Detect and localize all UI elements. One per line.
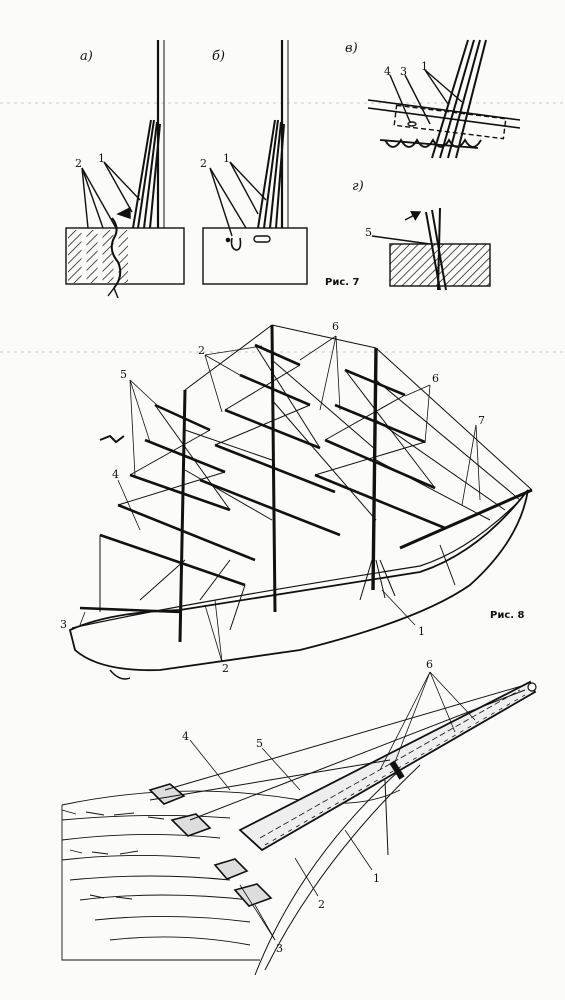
figure-8-callout-6-right: 6 xyxy=(432,372,439,385)
figure-7b-callout-1: 1 xyxy=(223,152,230,165)
figure-9-bitts xyxy=(148,783,273,907)
figure-7-caption: Рис. 7 xyxy=(325,277,360,288)
figure-9-callout-3: 3 xyxy=(276,942,283,955)
figure-9-callout-5: 5 xyxy=(256,737,263,750)
figure-7v-rail-detail xyxy=(367,39,521,159)
figure-7v-callout-4: 4 xyxy=(384,65,391,78)
figure-7b-label: б) xyxy=(212,49,225,64)
figure-8-callout-1: 1 xyxy=(418,625,425,638)
figure-7b-mast-block xyxy=(202,40,308,285)
figure-9-callout-6: 6 xyxy=(426,658,433,671)
figure-7: а) 2 1 б) 2 1 xyxy=(65,39,521,299)
figure-9-deck-planking xyxy=(61,789,401,961)
figure-7v-label: в) xyxy=(345,41,358,56)
figure-9-callout-1: 1 xyxy=(373,872,380,885)
figure-8-leader-lines xyxy=(79,335,481,663)
figure-9-callout-2: 2 xyxy=(318,898,325,911)
figure-9-callout-4: 4 xyxy=(182,730,189,743)
figure-9-stays xyxy=(149,684,526,976)
figure-8-bird xyxy=(99,434,125,444)
figure-8-bowsprit xyxy=(399,488,533,550)
figure-9: 6 4 5 1 2 3 xyxy=(61,658,537,976)
figure-7a-callout-2: 2 xyxy=(75,157,82,170)
figure-7a-mast-block xyxy=(65,40,185,299)
figure-8-caption: Рис. 8 xyxy=(490,610,525,621)
figure-7g-hatched-block xyxy=(371,207,491,291)
figure-8-hull xyxy=(68,489,529,680)
figure-8: 2 6 5 6 7 4 3 1 2 Рис. 8 xyxy=(60,320,533,680)
figure-9-bowsprit xyxy=(238,680,537,852)
figure-8-callout-5: 5 xyxy=(120,368,127,381)
figure-7g-callout-5: 5 xyxy=(365,226,372,239)
figure-7b-callout-2: 2 xyxy=(200,157,207,170)
figure-8-callout-3: 3 xyxy=(60,618,67,631)
figure-8-callout-2-bottom: 2 xyxy=(222,662,229,675)
figure-8-callout-4: 4 xyxy=(112,468,119,481)
figure-7v-callout-3: 3 xyxy=(400,65,407,78)
figure-7a-label: а) xyxy=(80,49,93,64)
figure-7a-callout-1: 1 xyxy=(98,152,105,165)
figure-8-callout-2-top: 2 xyxy=(198,344,205,357)
figure-7g-label: г) xyxy=(352,179,364,194)
figure-8-yards xyxy=(79,343,446,614)
figure-8-callout-6-top: 6 xyxy=(332,320,339,333)
figure-8-callout-7: 7 xyxy=(478,414,485,427)
figure-9-leader-lines xyxy=(189,671,476,941)
figure-7v-callout-1: 1 xyxy=(421,60,428,73)
